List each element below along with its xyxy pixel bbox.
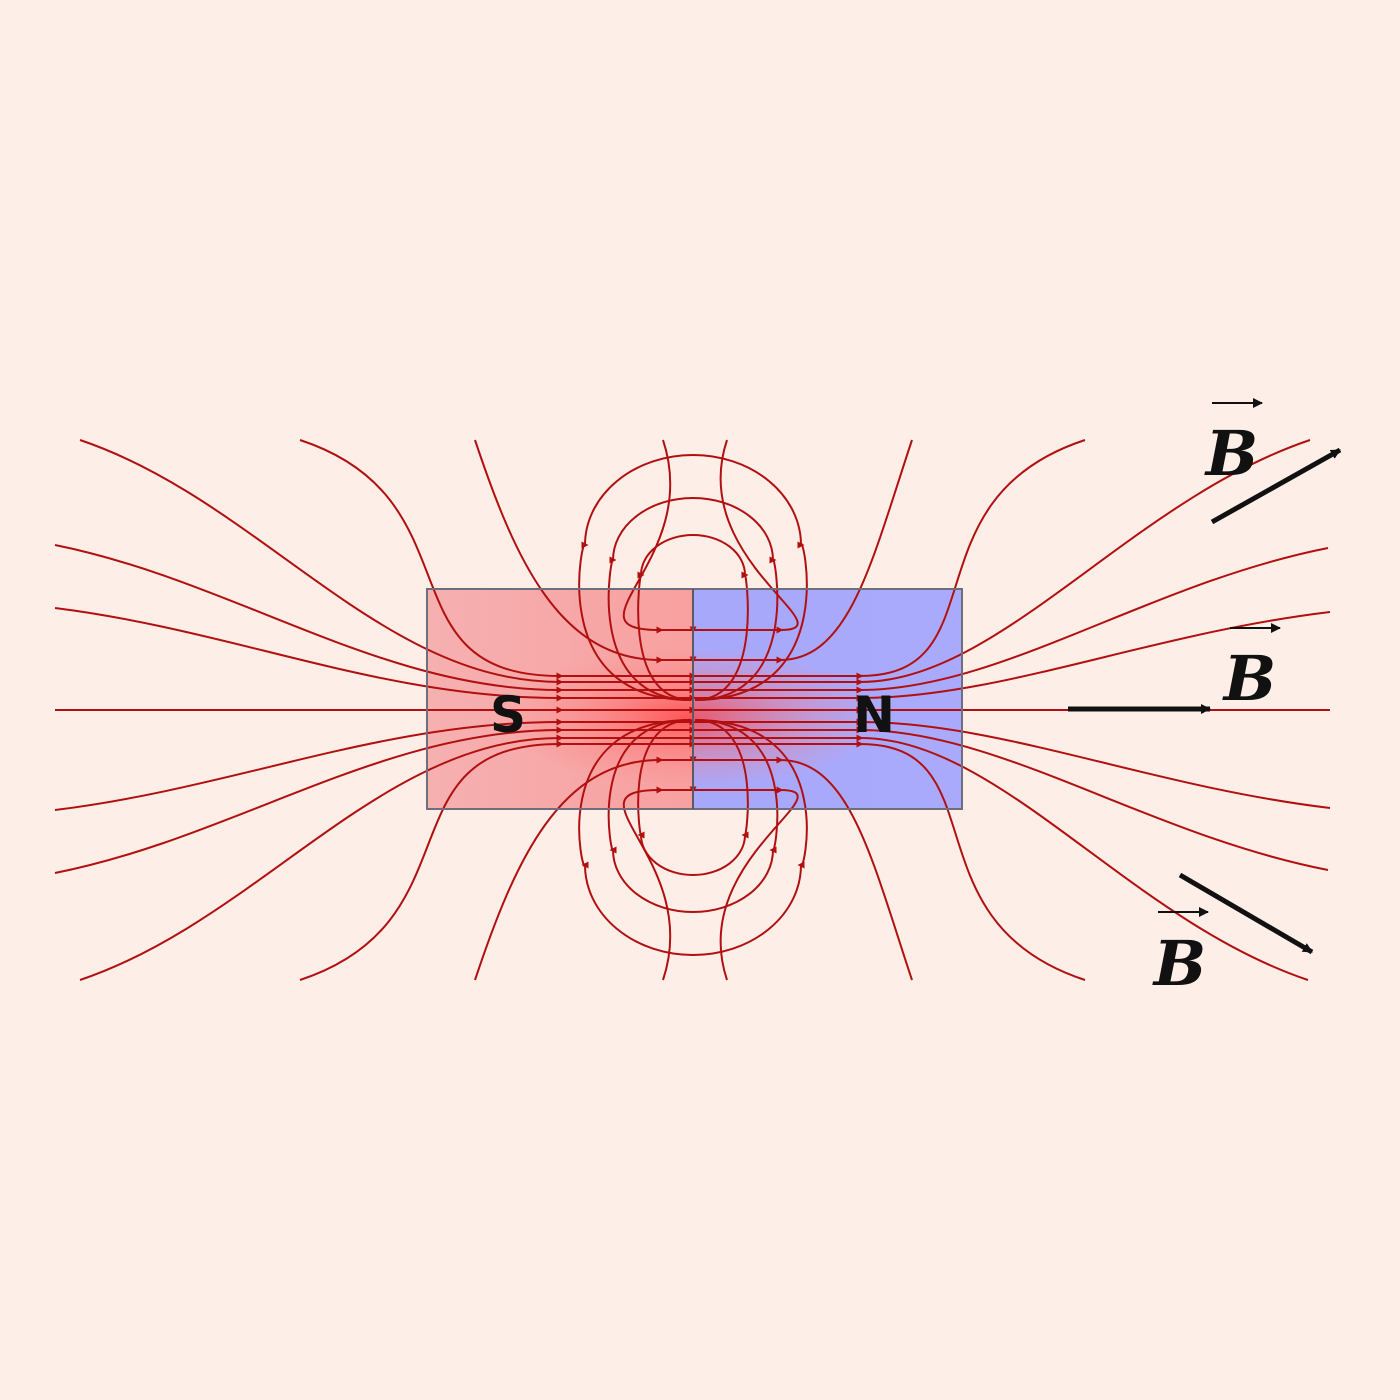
field-vector-upper: B bbox=[1204, 398, 1342, 525]
field-loop bbox=[637, 719, 749, 876]
field-line-lower bbox=[622, 786, 799, 981]
field-vector-lower: B bbox=[1152, 872, 1314, 1000]
field-line-open bbox=[79, 439, 1311, 686]
field-loop bbox=[607, 719, 779, 913]
vector-label-upper: B bbox=[1204, 417, 1258, 490]
vector-arrow-upper bbox=[1210, 447, 1342, 525]
field-loop bbox=[578, 719, 808, 956]
field-line-open bbox=[54, 726, 1329, 874]
field-loop bbox=[607, 497, 779, 701]
field-loop bbox=[637, 534, 749, 701]
magnet-outline bbox=[426, 588, 963, 810]
vector-label-lower: B bbox=[1152, 927, 1206, 1000]
field-lines bbox=[54, 439, 1331, 981]
field-line-open bbox=[54, 718, 1331, 811]
vector-arrow-lower bbox=[1178, 872, 1314, 955]
north-label: N bbox=[853, 686, 895, 744]
field-loop bbox=[578, 454, 808, 701]
vector-label-middle: B bbox=[1222, 642, 1276, 715]
core-glow bbox=[500, 648, 880, 788]
south-label: S bbox=[490, 686, 526, 744]
field-vector-middle: B bbox=[1068, 623, 1281, 715]
field-line-upper bbox=[474, 439, 913, 664]
field-line-open bbox=[54, 607, 1331, 702]
field-line-open bbox=[299, 439, 1086, 680]
field-line-open bbox=[54, 544, 1329, 694]
field-line-open bbox=[299, 740, 1086, 981]
field-line-open bbox=[79, 734, 1309, 981]
